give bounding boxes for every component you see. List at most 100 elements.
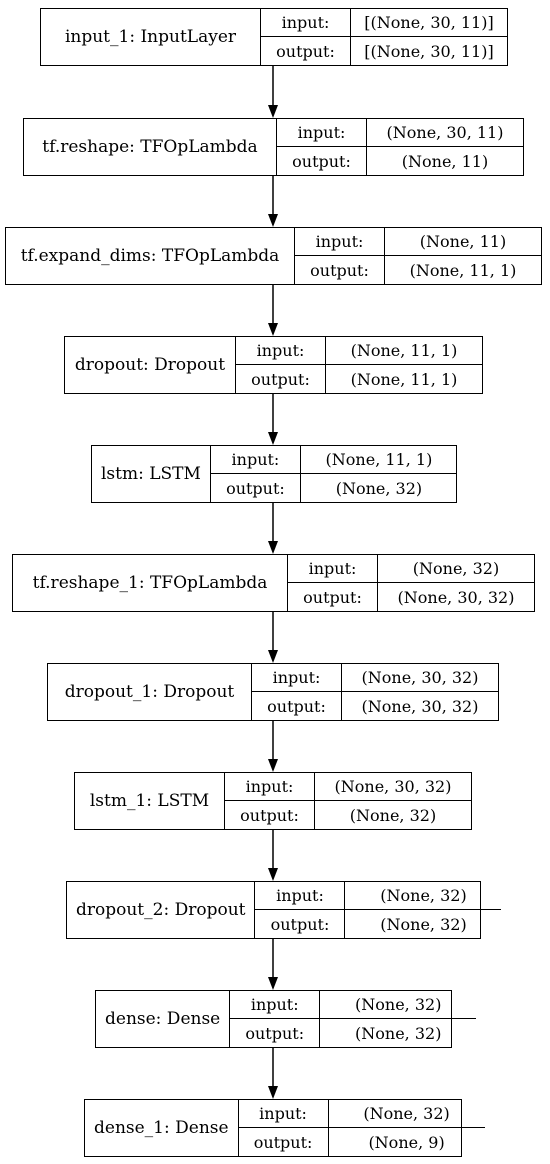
- edge-arrow: [268, 176, 278, 227]
- output-row: output: (None, 32): [230, 1019, 476, 1047]
- output-row: output: (None, 11): [277, 147, 523, 175]
- layer-label: tf.reshape_1: TFOpLambda: [13, 555, 288, 611]
- input-row: input: (None, 32): [230, 991, 477, 1019]
- layer-node-dense-1: dense_1: Dense input: (None, 32) output:…: [84, 1099, 485, 1157]
- layer-node-input-1: input_1: InputLayer input: [(None, 30, 1…: [40, 8, 508, 66]
- output-key: output:: [288, 583, 378, 611]
- arrowhead-icon: [268, 650, 278, 663]
- layer-label: dense: Dense: [96, 991, 231, 1047]
- io-table: input: (None, 32) output: (None, 32): [255, 882, 502, 938]
- output-key: output:: [252, 692, 342, 720]
- input-key: input:: [211, 446, 301, 473]
- output-row: output: (None, 32): [211, 474, 457, 502]
- layer-label: lstm_1: LSTM: [75, 773, 225, 829]
- arrowhead-icon: [268, 214, 278, 227]
- io-table: input: (None, 11, 1) output: (None, 32): [210, 446, 457, 502]
- edge-arrow: [268, 394, 278, 445]
- edge-arrow: [268, 939, 278, 990]
- input-row: input: (None, 11, 1): [236, 337, 482, 365]
- io-table: input: (None, 32) output: (None, 9): [238, 1100, 485, 1156]
- input-row: input: (None, 11, 1): [210, 446, 457, 474]
- output-shape: (None, 32): [380, 914, 467, 934]
- layer-label: lstm: LSTM: [92, 446, 211, 502]
- output-shape: (None, 11): [401, 151, 489, 171]
- layer-node-dropout-2: dropout_2: Dropout input: (None, 32) out…: [66, 881, 502, 939]
- layer-label: dropout: Dropout: [65, 337, 236, 393]
- edge-arrow: [268, 1048, 278, 1099]
- io-table: input: (None, 32) output: (None, 32): [230, 991, 477, 1047]
- layer-label: tf.expand_dims: TFOpLambda: [6, 228, 295, 284]
- io-table: input: (None, 30, 11) output: (None, 11): [277, 119, 523, 175]
- output-key: output:: [239, 1128, 329, 1156]
- output-row: output: (None, 30, 32): [288, 583, 534, 611]
- output-shape: (None, 30, 32): [397, 587, 515, 607]
- arrowhead-icon: [268, 432, 278, 445]
- io-table: input: (None, 30, 32) output: (None, 30,…: [252, 664, 498, 720]
- input-key: input:: [239, 1100, 329, 1127]
- output-key: output:: [277, 147, 367, 175]
- output-row: output: (None, 11, 1): [295, 256, 541, 284]
- input-shape: (None, 30, 32): [361, 668, 479, 687]
- output-shape: (None, 9): [368, 1132, 445, 1152]
- input-shape: (None, 11): [419, 232, 507, 251]
- output-shape: (None, 30, 32): [361, 696, 479, 716]
- input-key: input:: [236, 337, 326, 364]
- output-key: output:: [261, 37, 351, 65]
- layer-node-tf-reshape: tf.reshape: TFOpLambda input: (None, 30,…: [23, 118, 524, 176]
- arrowhead-icon: [268, 105, 278, 118]
- output-row: output: (None, 11, 1): [236, 365, 482, 393]
- layer-label: dense_1: Dense: [85, 1100, 239, 1156]
- edge-arrow: [268, 285, 278, 336]
- input-shape: (None, 32): [355, 995, 442, 1014]
- layer-label: dropout_2: Dropout: [67, 882, 256, 938]
- input-shape: (None, 32): [412, 559, 500, 578]
- arrowhead-icon: [268, 868, 278, 881]
- output-key: output:: [211, 474, 301, 502]
- layer-label: dropout_1: Dropout: [48, 664, 252, 720]
- output-row: output: (None, 30, 32): [252, 692, 498, 720]
- io-table: input: (None, 11, 1) output: (None, 11, …: [236, 337, 482, 393]
- output-key: output:: [225, 801, 315, 829]
- arrowhead-icon: [268, 1086, 278, 1099]
- output-row: output: (None, 32): [255, 910, 501, 938]
- layer-label: tf.reshape: TFOpLambda: [24, 119, 277, 175]
- input-row: input: (None, 30, 32): [252, 664, 498, 692]
- input-row: input: (None, 32): [238, 1100, 485, 1128]
- input-key: input:: [288, 555, 378, 582]
- input-key: input:: [225, 773, 315, 800]
- output-key: output:: [255, 910, 346, 938]
- input-shape: (None, 32): [380, 886, 467, 905]
- output-shape: (None, 32): [349, 805, 437, 825]
- arrowhead-icon: [268, 977, 278, 990]
- output-key: output:: [230, 1019, 321, 1047]
- layer-node-dense: dense: Dense input: (None, 32) output: (…: [95, 990, 477, 1048]
- layer-node-tf-reshape-1: tf.reshape_1: TFOpLambda input: (None, 3…: [12, 554, 535, 612]
- input-key: input:: [255, 882, 346, 909]
- output-key: output:: [236, 365, 326, 393]
- layer-node-lstm-1: lstm_1: LSTM input: (None, 30, 32) outpu…: [74, 772, 472, 830]
- layer-node-dropout: dropout: Dropout input: (None, 11, 1) ou…: [64, 336, 483, 394]
- io-table: input: (None, 30, 32) output: (None, 32): [225, 773, 471, 829]
- input-row: input: (None, 32): [255, 882, 502, 910]
- io-table: input: (None, 11) output: (None, 11, 1): [295, 228, 541, 284]
- arrowhead-icon: [268, 759, 278, 772]
- input-row: input: (None, 11): [295, 228, 541, 256]
- input-shape: [(None, 30, 11)]: [364, 13, 494, 32]
- io-table: input: [(None, 30, 11)] output: [(None, …: [261, 9, 507, 65]
- edge-arrow: [268, 612, 278, 663]
- input-shape: (None, 11, 1): [350, 341, 458, 360]
- layer-node-dropout-1: dropout_1: Dropout input: (None, 30, 32)…: [47, 663, 499, 721]
- input-row: input: [(None, 30, 11)]: [261, 9, 507, 37]
- arrowhead-icon: [268, 323, 278, 336]
- output-shape: [(None, 30, 11)]: [364, 41, 494, 61]
- layer-node-lstm: lstm: LSTM input: (None, 11, 1) output: …: [91, 445, 457, 503]
- output-row: output: (None, 9): [239, 1128, 485, 1156]
- output-shape: (None, 11, 1): [409, 260, 517, 280]
- input-shape: (None, 32): [363, 1104, 450, 1123]
- output-key: output:: [295, 256, 385, 284]
- output-shape: (None, 32): [335, 478, 423, 498]
- arrowhead-icon: [268, 541, 278, 554]
- input-key: input:: [252, 664, 342, 691]
